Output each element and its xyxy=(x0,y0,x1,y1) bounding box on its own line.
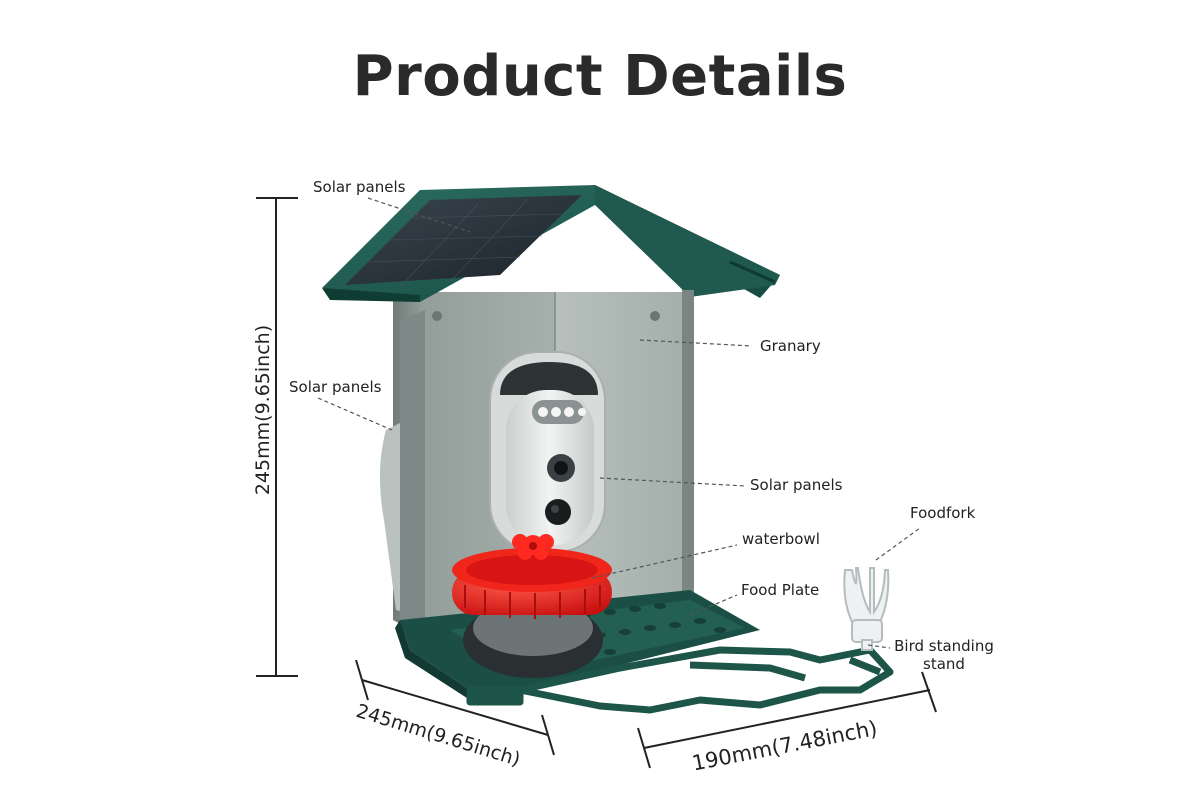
callout-bird-standing-stand: Bird standing stand xyxy=(888,637,1000,673)
dimension-lines xyxy=(256,197,937,769)
callout-leaders xyxy=(317,197,921,649)
callout-solar-panels-camera: Solar panels xyxy=(750,476,843,494)
callout-solar-panels-side: Solar panels xyxy=(289,378,382,396)
camera xyxy=(489,351,606,553)
solar-panel-roof xyxy=(345,195,582,285)
food-fork xyxy=(843,567,890,651)
callout-bird-standing-line2: stand xyxy=(923,655,965,673)
water-bowl xyxy=(452,534,612,678)
roof xyxy=(322,185,780,302)
bird-standing-stand xyxy=(466,646,894,714)
callout-waterbowl: waterbowl xyxy=(742,530,820,548)
callout-bird-standing-line1: Bird standing xyxy=(894,637,994,655)
camera-leds xyxy=(532,400,586,424)
callout-foodfork: Foodfork xyxy=(910,504,976,522)
callout-food-plate: Food Plate xyxy=(741,581,820,599)
page-title: Product Details xyxy=(352,44,848,109)
flower-feeding-port xyxy=(512,534,554,570)
callout-granary: Granary xyxy=(760,337,821,355)
feeder-right-frame xyxy=(682,290,694,604)
callout-solar-panels-roof: Solar panels xyxy=(313,178,406,196)
dimension-height: 245mm(9.65inch) xyxy=(252,324,274,496)
